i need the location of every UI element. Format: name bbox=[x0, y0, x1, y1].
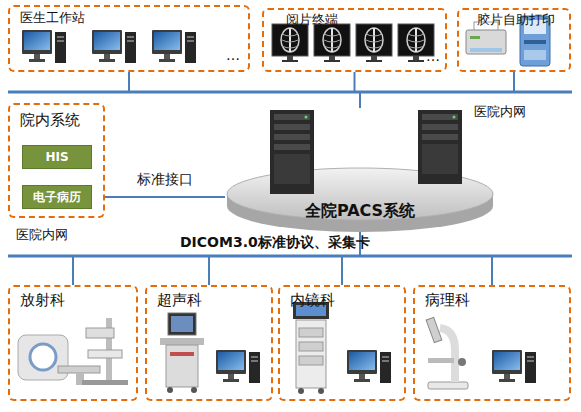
system-group-box: 院内系统 HIS 电子病历 bbox=[8, 103, 105, 218]
network-link bbox=[105, 196, 225, 198]
node-title: 内镜科 bbox=[290, 291, 335, 310]
pacs-platform: 全院PACS系统 bbox=[225, 108, 495, 232]
workstation-icon bbox=[216, 350, 260, 383]
system-box: 电子病历 bbox=[22, 185, 92, 209]
ellipsis-text: … bbox=[226, 47, 240, 63]
network-link bbox=[355, 72, 361, 108]
xray-monitor-icon bbox=[314, 24, 350, 62]
workstation-icon bbox=[492, 350, 536, 383]
network-link bbox=[129, 72, 360, 108]
workstation-icon bbox=[22, 30, 66, 63]
xray-machine-icon bbox=[82, 318, 128, 385]
group-box: 医生工作站 … bbox=[8, 5, 250, 72]
microscope-icon bbox=[426, 317, 468, 389]
network-label: DICOM3.0标准协议、采集卡 bbox=[180, 234, 370, 252]
network-link bbox=[360, 232, 492, 285]
network-label: 医院内网 bbox=[474, 103, 526, 121]
ct-scanner-icon bbox=[18, 335, 100, 385]
department-box: 病理科 bbox=[413, 285, 571, 401]
node-title: 阅片终端 bbox=[286, 11, 338, 29]
group-box: 阅片终端 … bbox=[262, 8, 447, 72]
node-title: 医生工作站 bbox=[20, 9, 85, 27]
ellipsis-text: … bbox=[426, 48, 440, 64]
department-box: 超声科 bbox=[145, 285, 273, 401]
system-box: HIS bbox=[22, 145, 92, 169]
node-title: 全院PACS系统 bbox=[225, 201, 495, 222]
node-title: 放射科 bbox=[20, 291, 65, 310]
edge-label: 标准接口 bbox=[137, 171, 193, 189]
node-title: 胶片自助打印 bbox=[477, 11, 555, 29]
network-bus bbox=[8, 91, 572, 94]
network-label: 医院内网 bbox=[16, 226, 68, 244]
node-title: 院内系统 bbox=[20, 111, 80, 130]
node-title: 病理科 bbox=[425, 291, 470, 310]
workstation-icon bbox=[347, 350, 391, 383]
xray-monitor-icon bbox=[356, 24, 392, 62]
node-title: 超声科 bbox=[157, 291, 202, 310]
network-bus bbox=[8, 255, 572, 258]
server-icon bbox=[418, 110, 462, 184]
workstation-icon bbox=[92, 30, 136, 63]
server-icon bbox=[270, 110, 314, 194]
node-title: HIS bbox=[23, 146, 91, 168]
xray-monitor-icon bbox=[272, 24, 308, 62]
node-title: 电子病历 bbox=[23, 186, 91, 208]
department-box: 内镜科 bbox=[278, 285, 406, 401]
ultrasound-icon bbox=[160, 313, 204, 393]
department-box: 放射科 bbox=[8, 285, 138, 401]
endoscope-tower-icon bbox=[293, 302, 329, 394]
group-box: 胶片自助打印 bbox=[457, 8, 571, 72]
workstation-icon bbox=[152, 30, 196, 63]
network-link bbox=[360, 72, 514, 108]
